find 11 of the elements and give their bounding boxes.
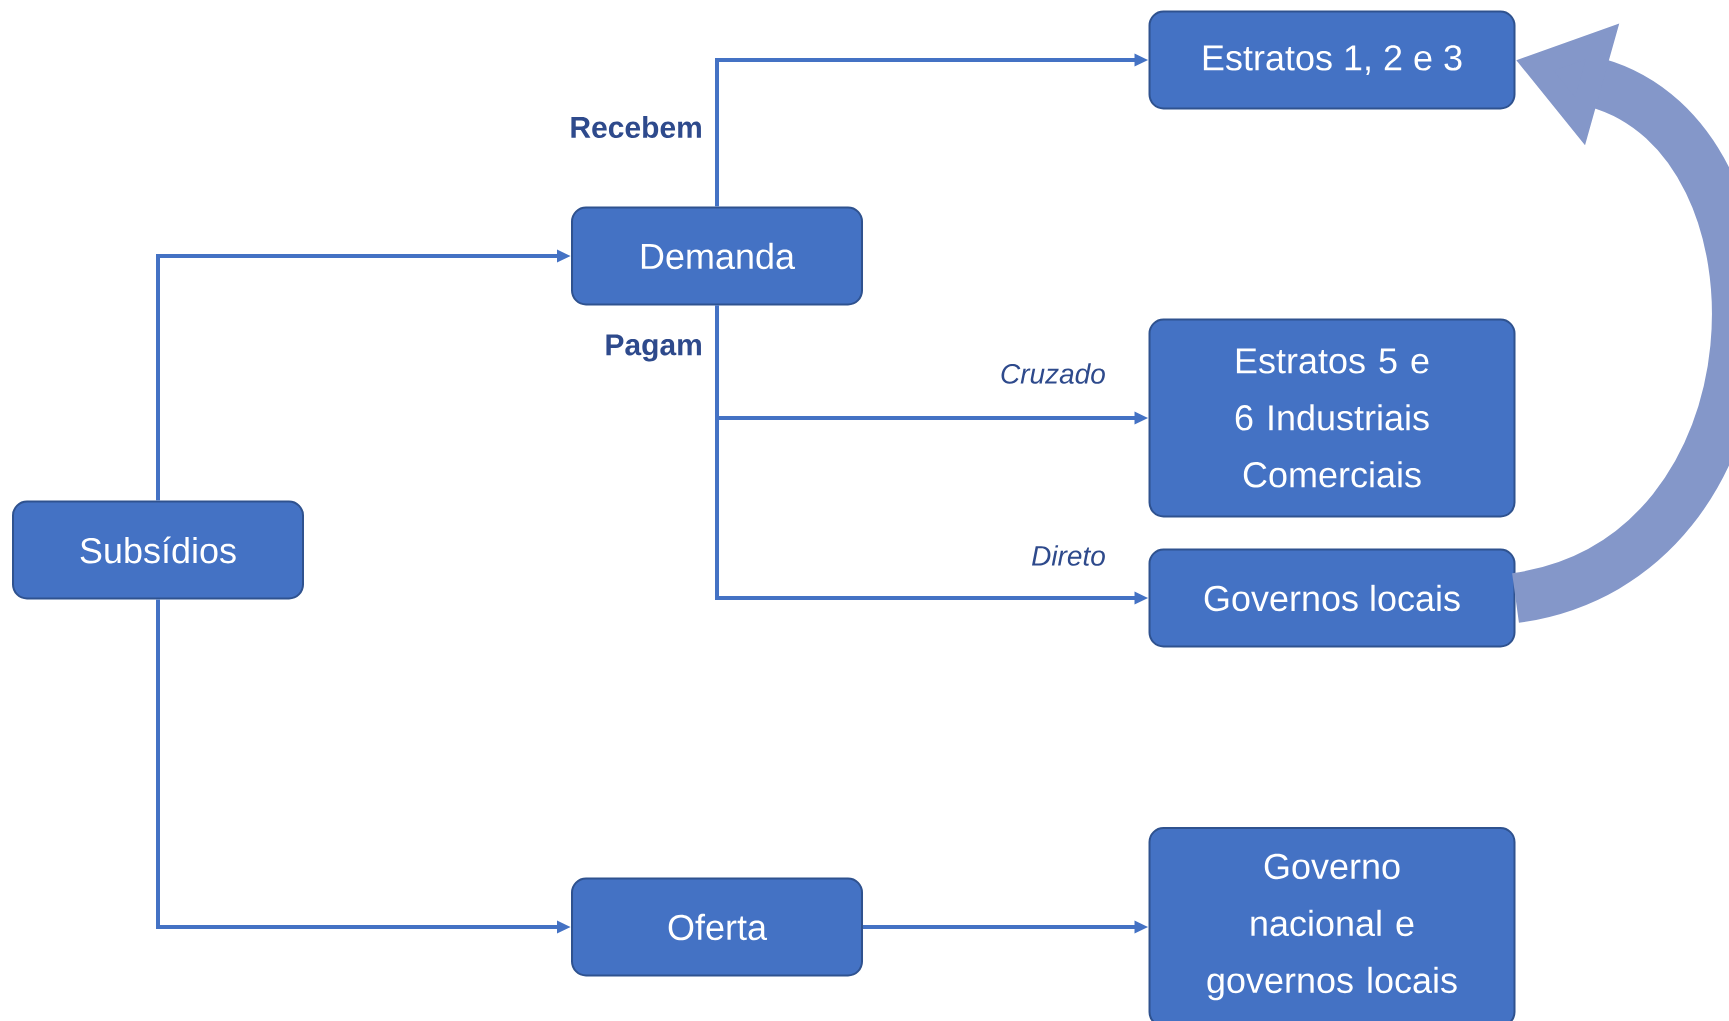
branch-label: Pagam bbox=[606, 334, 701, 362]
edge-label: Direto bbox=[1032, 545, 1105, 566]
process-box: Oferta bbox=[571, 877, 863, 977]
process-box: Estratos 5 e 6 Industriais Comerciais bbox=[1148, 318, 1516, 518]
process-box: Demanda bbox=[571, 206, 863, 306]
process-box: Governos locais bbox=[1148, 548, 1516, 648]
process-box: Subsídios bbox=[12, 500, 304, 600]
process-box: Governo nacional e governos locais bbox=[1148, 827, 1516, 1021]
edge-label: Recebem bbox=[571, 116, 701, 139]
edge-label: Cruzado bbox=[1001, 363, 1105, 384]
process-box: Estratos 1, 2 e 3 bbox=[1148, 10, 1516, 110]
